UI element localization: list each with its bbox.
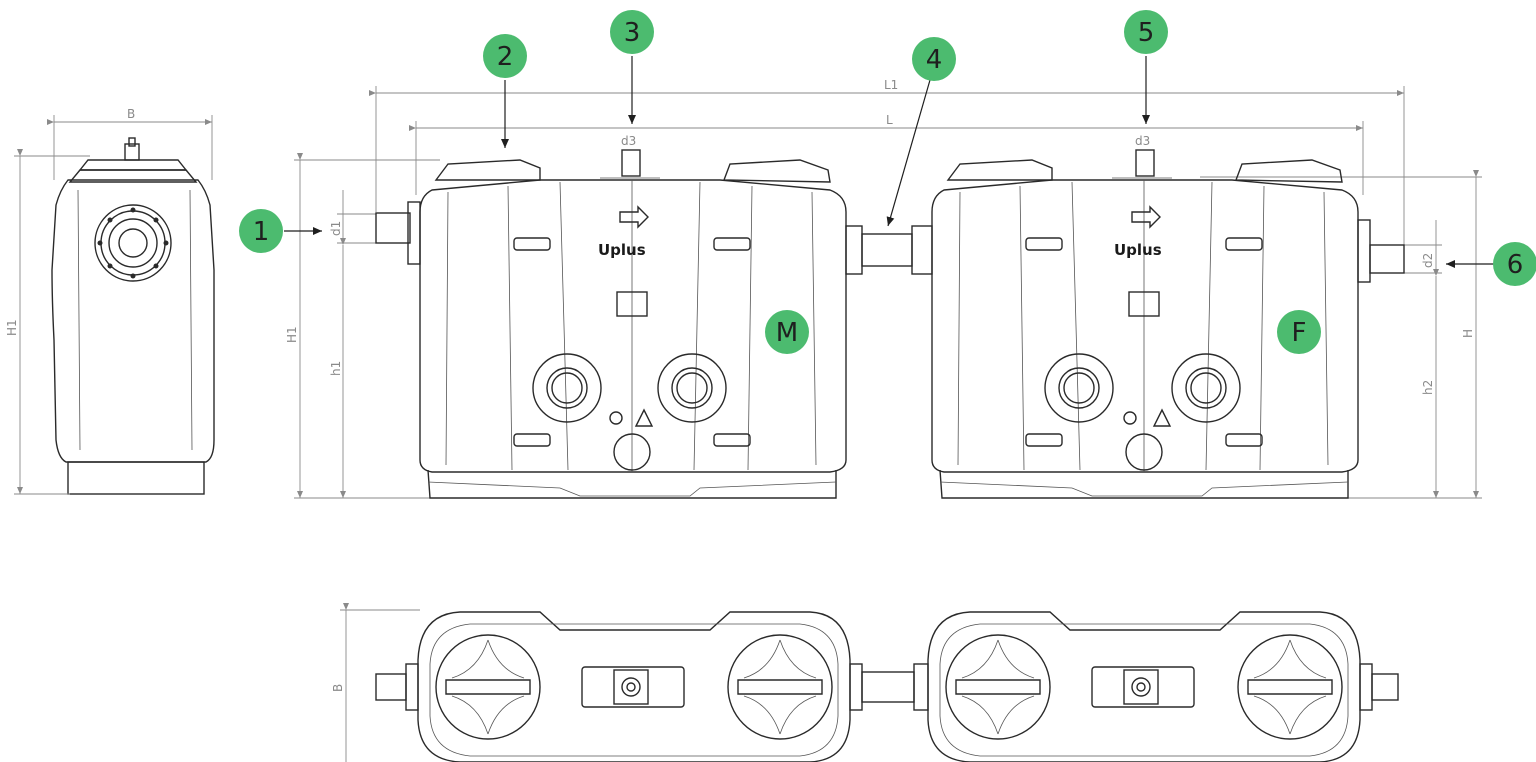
dim-label-d3-m: d3 — [621, 134, 636, 148]
svg-text:F: F — [1292, 318, 1307, 348]
svg-text:6: 6 — [1507, 250, 1524, 280]
dim-label-b-top: B — [331, 684, 345, 692]
dim-label-d1: d1 — [329, 221, 343, 236]
dim-label-l: L — [886, 113, 893, 127]
front-view: L1 L H1 d1 h1 H d2 h2 — [284, 56, 1494, 499]
dim-label-h1-front: H1 — [285, 326, 299, 343]
badge-2: 2 — [483, 34, 527, 78]
svg-text:1: 1 — [253, 217, 270, 247]
dim-label-h: H — [1461, 329, 1475, 338]
badge-1: 1 — [239, 209, 283, 253]
brand-logo-f: Uplus — [1114, 241, 1162, 259]
badge-3: 3 — [610, 10, 654, 54]
badge-5: 5 — [1124, 10, 1168, 54]
tank-m-front: Uplus — [375, 149, 847, 499]
top-view: B — [331, 603, 1399, 762]
tank-f-front: Uplus — [931, 149, 1405, 499]
brand-logo-m: Uplus — [598, 241, 646, 259]
svg-text:3: 3 — [624, 18, 641, 48]
dim-label-h2: h2 — [1421, 380, 1435, 395]
svg-text:4: 4 — [926, 45, 943, 75]
dim-label-d3-f: d3 — [1135, 134, 1150, 148]
badge-6: 6 — [1493, 242, 1536, 286]
badge-m: M — [765, 310, 809, 354]
badge-f: F — [1277, 310, 1321, 354]
badge-4: 4 — [912, 37, 956, 81]
dim-label-l1: L1 — [884, 78, 898, 92]
dim-label-d2: d2 — [1421, 253, 1435, 268]
dim-label-h1-side: H1 — [5, 319, 19, 336]
svg-text:2: 2 — [497, 42, 514, 72]
svg-text:M: M — [776, 318, 798, 348]
dim-label-b-side: B — [127, 107, 135, 121]
dim-label-h1-lower: h1 — [329, 361, 343, 376]
side-view: B H1 — [5, 107, 215, 495]
svg-text:5: 5 — [1138, 18, 1155, 48]
